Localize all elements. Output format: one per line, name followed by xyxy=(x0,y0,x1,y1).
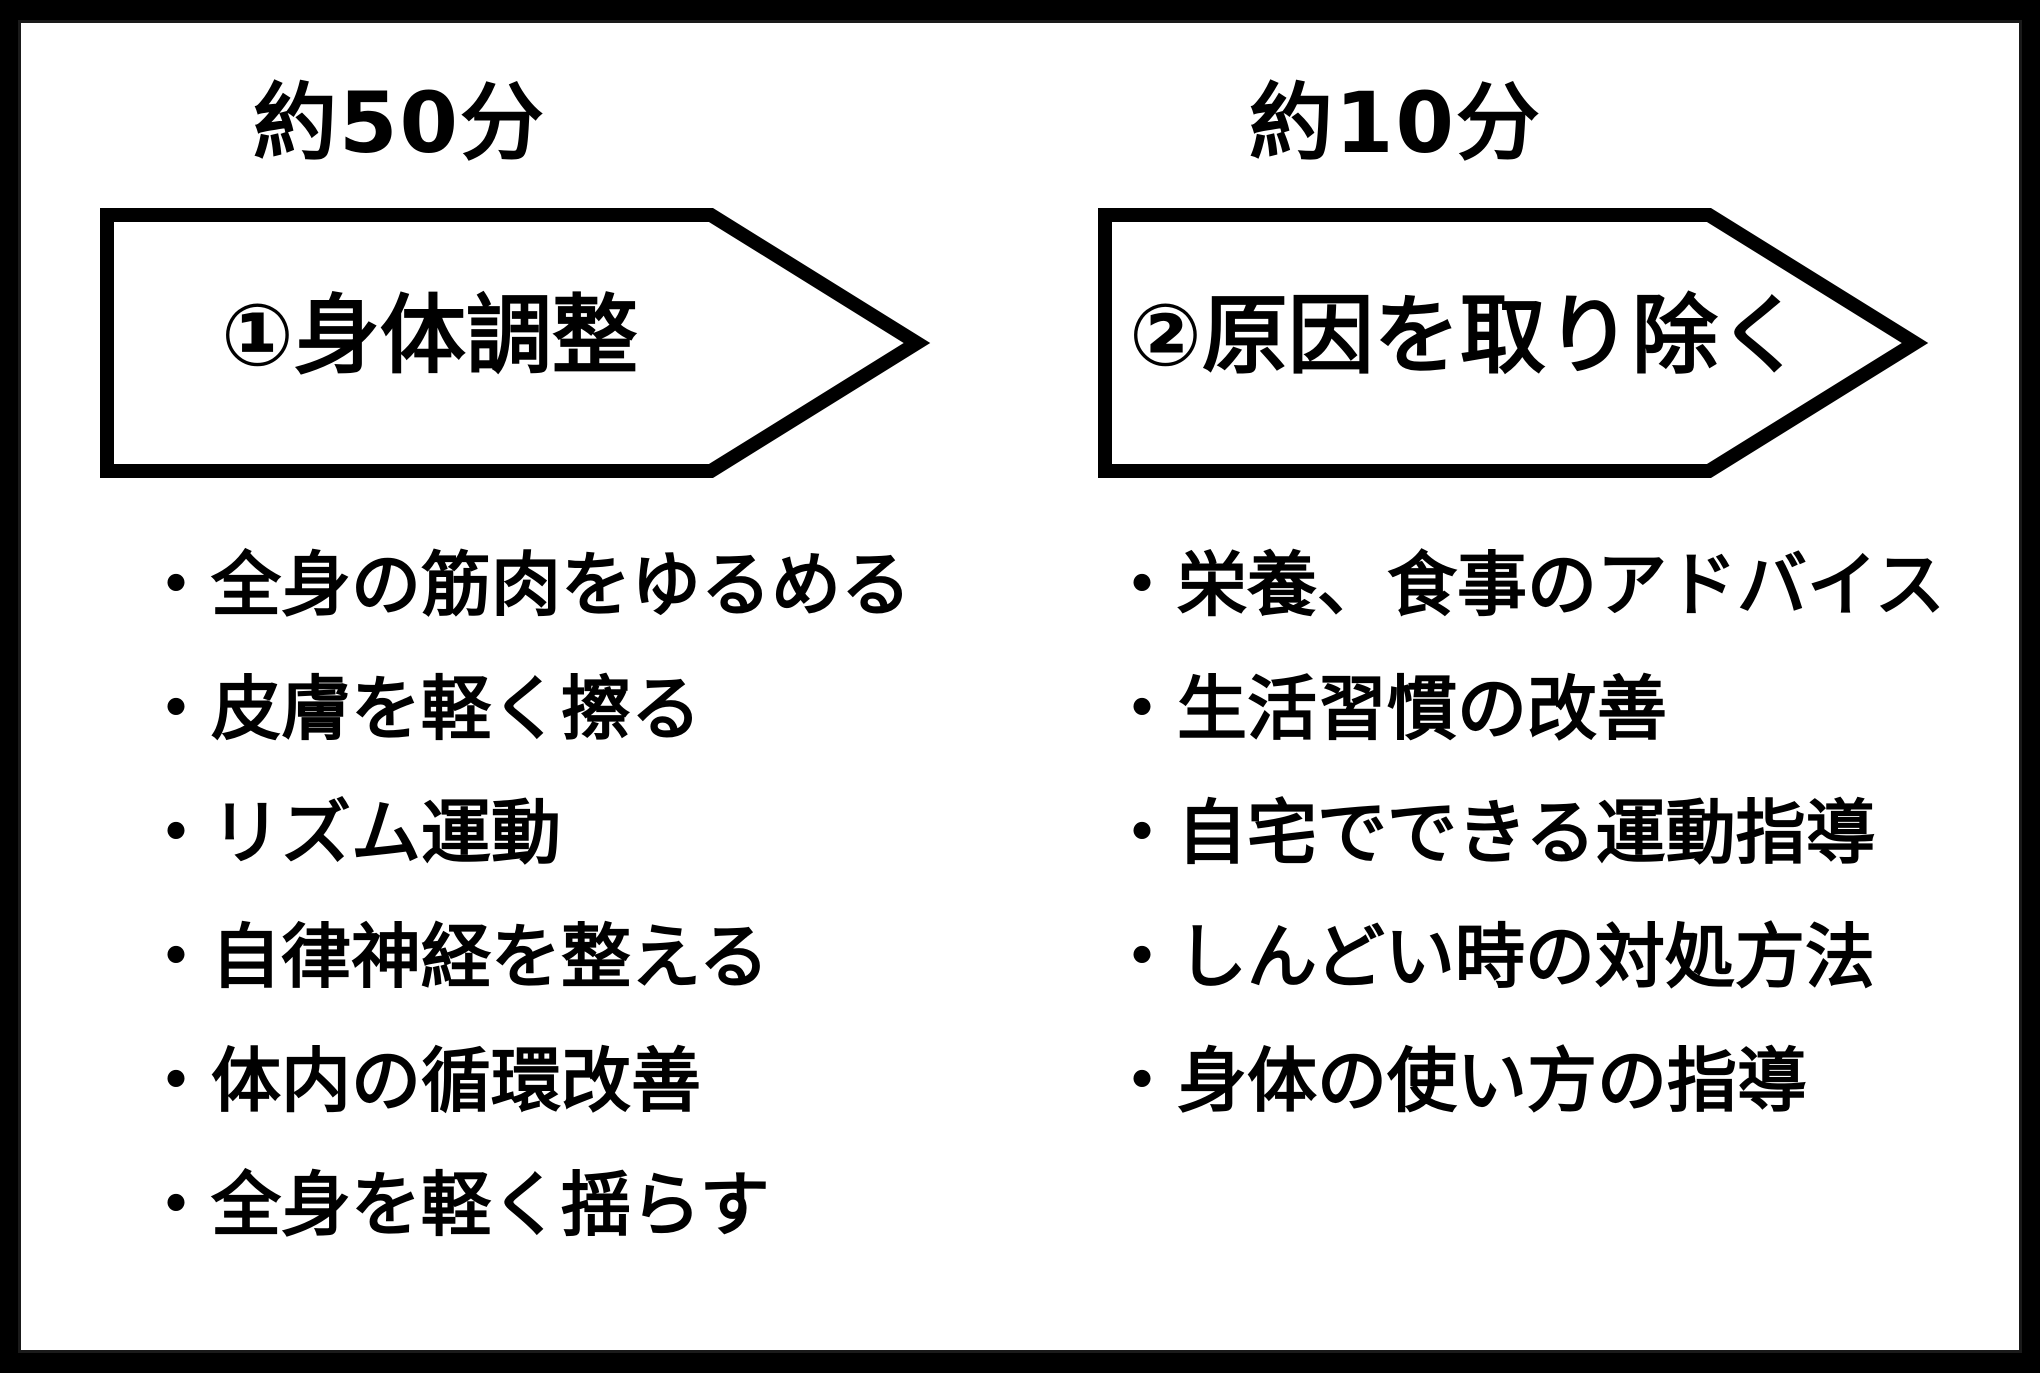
list-item: ・リズム運動 xyxy=(141,792,561,874)
step-1-duration: 約50分 xyxy=(253,74,546,172)
step-2-label: ②原因を取り除く xyxy=(1129,286,1804,386)
list-item: ・全身の筋肉をゆるめる xyxy=(141,544,911,626)
list-item: ・皮膚を軽く擦る xyxy=(141,668,701,750)
list-item: ・自宅でできる運動指導 xyxy=(1107,792,1876,874)
list-item: ・体内の循環改善 xyxy=(141,1040,701,1122)
list-item: ・全身を軽く揺らす xyxy=(141,1164,770,1246)
list-item: ・生活習慣の改善 xyxy=(1107,668,1667,750)
step-1-arrow xyxy=(99,193,939,493)
diagram-canvas: 約50分 ①身体調整 ・全身の筋肉をゆるめる ・皮膚を軽く擦る ・リズム運動 ・… xyxy=(18,20,2022,1353)
list-item: ・しんどい時の対処方法 xyxy=(1107,916,1875,998)
step-2-duration: 約10分 xyxy=(1249,74,1542,172)
step-1-item-list: ・全身の筋肉をゆるめる ・皮膚を軽く擦る ・リズム運動 ・自律神経を整える ・体… xyxy=(141,523,911,1267)
list-item: ・栄養、食事のアドバイス xyxy=(1107,544,1945,626)
list-item: ・身体の使い方の指導 xyxy=(1107,1040,1807,1122)
step-2-item-list: ・栄養、食事のアドバイス ・生活習慣の改善 ・自宅でできる運動指導 ・しんどい時… xyxy=(1107,523,1945,1143)
list-item: ・自律神経を整える xyxy=(141,916,769,998)
step-2-arrow xyxy=(1097,193,1937,493)
step-1-label: ①身体調整 xyxy=(221,286,638,386)
